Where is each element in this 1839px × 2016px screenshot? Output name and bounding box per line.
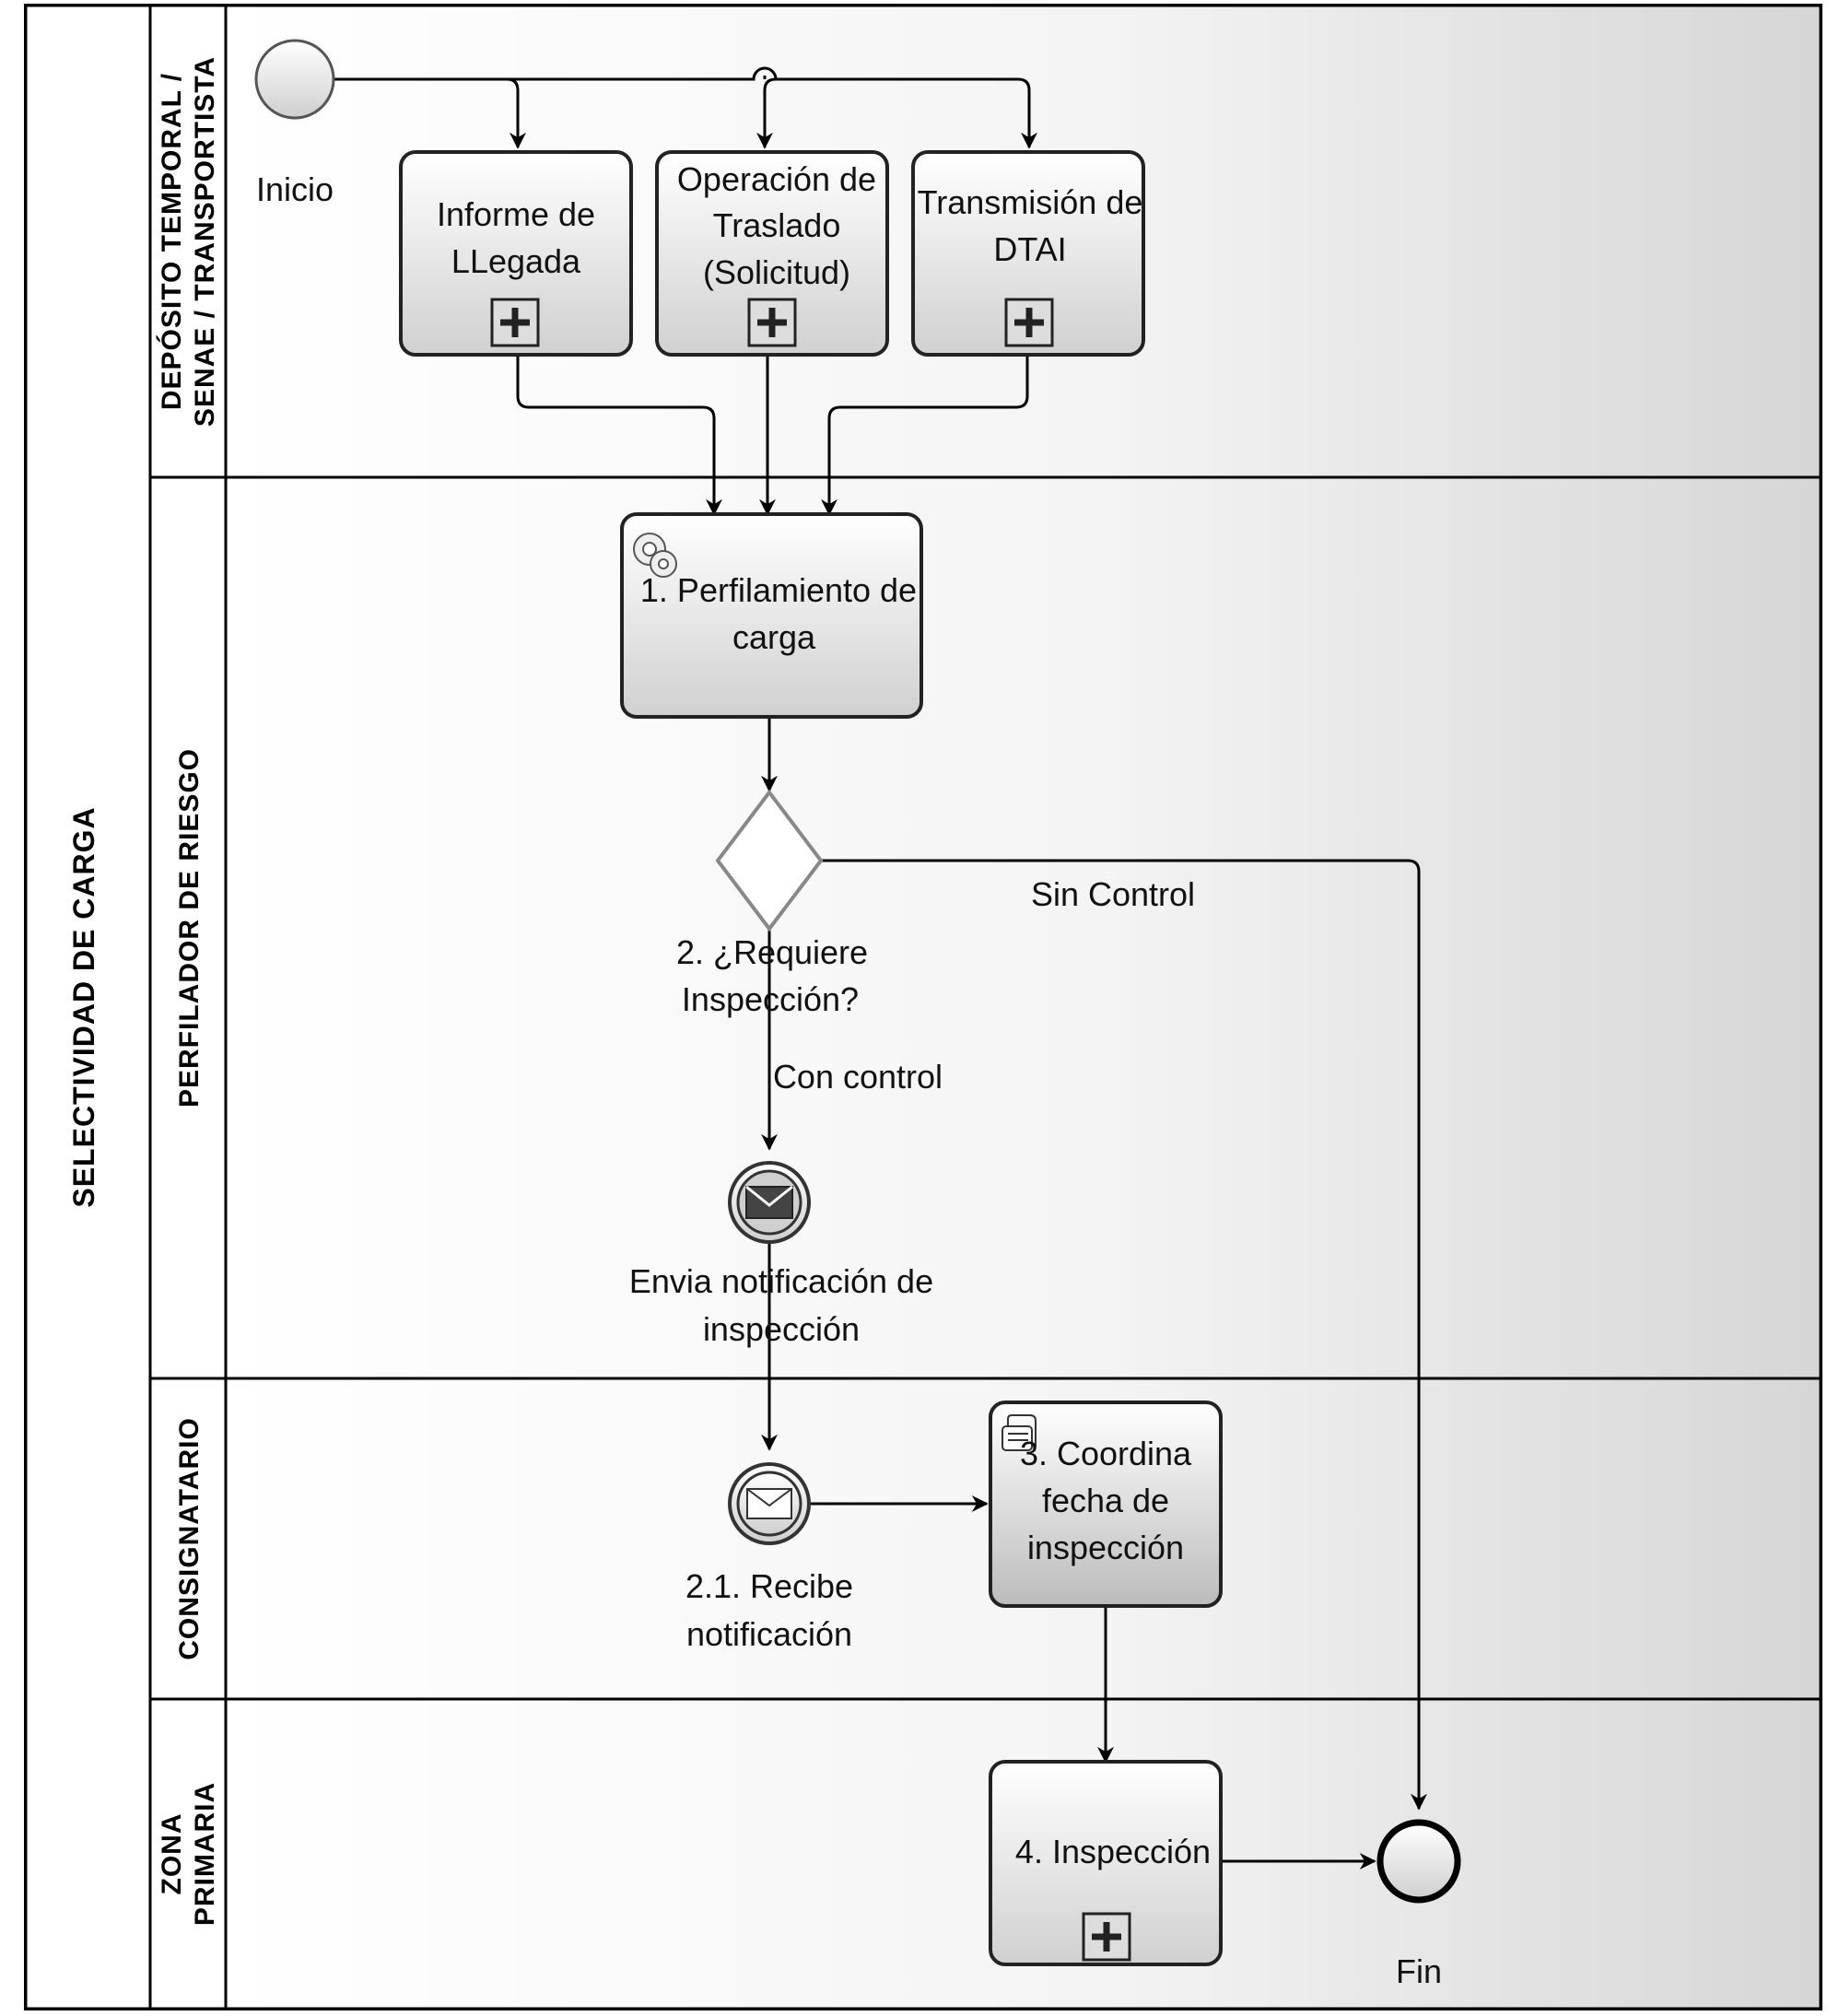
manual-task-icon bbox=[1001, 1414, 1037, 1451]
send-notification-event[interactable] bbox=[728, 1161, 811, 1244]
task-coordina-line1: 3. Coordina bbox=[1020, 1435, 1192, 1472]
lane-deposito-title-1: DEPÓSITO TEMPORAL / bbox=[156, 73, 187, 410]
start-event-label: Inicio bbox=[256, 170, 334, 208]
envelope-outline-icon bbox=[746, 1488, 792, 1519]
subprocess-plus-icon bbox=[1004, 298, 1054, 347]
lane-deposito-header bbox=[148, 4, 228, 479]
task-coordina-line2: fecha de bbox=[1042, 1482, 1169, 1519]
task-transmision-line2: DTAI bbox=[993, 230, 1066, 268]
gear-icon bbox=[633, 533, 677, 578]
flow-label-con-control: Con control bbox=[773, 1058, 943, 1096]
receive-notification-label-1: 2.1. Recibe bbox=[685, 1567, 853, 1605]
end-event[interactable] bbox=[1376, 1819, 1461, 1904]
task-informe-llegada[interactable]: Informe de LLegada bbox=[399, 150, 633, 357]
task-operacion-line1: Operación de bbox=[677, 160, 876, 198]
subprocess-plus-icon bbox=[747, 298, 797, 347]
task-informe-line2: LLegada bbox=[451, 242, 581, 280]
task-perfilamiento-line2: carga bbox=[732, 618, 816, 656]
task-operacion-traslado[interactable]: Operación de Traslado (Solicitud) bbox=[655, 150, 889, 357]
receive-notification-event[interactable] bbox=[728, 1462, 811, 1545]
send-notification-label-2: inspección bbox=[703, 1310, 860, 1348]
task-inspeccion-line1: 4. Inspección bbox=[1015, 1833, 1211, 1870]
subprocess-plus-icon bbox=[1082, 1912, 1131, 1962]
flow-to-informe bbox=[506, 77, 526, 149]
pool-header bbox=[24, 4, 152, 2010]
envelope-filled-icon bbox=[745, 1185, 793, 1219]
lane-consignatario-title: CONSIGNATARIO bbox=[174, 1417, 205, 1660]
lane-deposito-title-2: SENAE / TRANSPORTISTA bbox=[190, 56, 220, 427]
end-event-label: Fin bbox=[1396, 1952, 1442, 1990]
flow-label-sin-control: Sin Control bbox=[1031, 875, 1195, 913]
task-transmision-dtai[interactable]: Transmisión de DTAI bbox=[911, 150, 1145, 357]
task-perfilamiento-line1: 1. Perfilamiento de bbox=[640, 571, 917, 609]
flow-transmision-to-perfil bbox=[821, 355, 1029, 516]
lane-zona-title-1: ZONA bbox=[157, 1813, 187, 1895]
receive-notification-label-2: notificación bbox=[686, 1615, 852, 1653]
subprocess-plus-icon bbox=[490, 298, 540, 347]
task-coordina-line3: inspección bbox=[1027, 1529, 1184, 1566]
task-operacion-line3: (Solicitud) bbox=[703, 253, 850, 291]
task-coordina-fecha[interactable]: 3. Coordina fecha de inspección bbox=[989, 1401, 1223, 1608]
flow-start-main bbox=[334, 66, 1037, 149]
gateway-label-1: 2. ¿Requiere bbox=[676, 933, 868, 971]
lane-consignatario-header bbox=[148, 1377, 228, 1701]
task-informe-line1: Informe de bbox=[437, 195, 595, 233]
task-perfilamiento-carga[interactable]: 1. Perfilamiento de carga bbox=[620, 512, 923, 719]
task-operacion-line2: Traslado bbox=[713, 206, 841, 244]
pool-title: SELECTIVIDAD DE CARGA bbox=[67, 806, 100, 1207]
flow-informe-to-perfil bbox=[516, 355, 722, 516]
gateway-label-2: Inspección? bbox=[682, 980, 859, 1018]
send-notification-label-1: Envia notificación de bbox=[629, 1262, 933, 1300]
lane-perfilador-bg bbox=[224, 475, 1822, 1380]
start-event[interactable] bbox=[254, 39, 335, 120]
flow-operacion-branch bbox=[763, 77, 777, 91]
task-transmision-line1: Transmisión de bbox=[918, 183, 1143, 221]
lane-perfilador-title: PERFILADOR DE RIESGO bbox=[174, 748, 205, 1108]
flow-sin-control bbox=[821, 859, 1427, 1811]
lane-zona-header bbox=[148, 1697, 228, 2010]
task-inspeccion[interactable]: 4. Inspección bbox=[989, 1760, 1223, 1966]
gateway-requiere-inspeccion[interactable] bbox=[715, 789, 824, 932]
lane-zona-title-2: PRIMARIA bbox=[190, 1782, 220, 1926]
